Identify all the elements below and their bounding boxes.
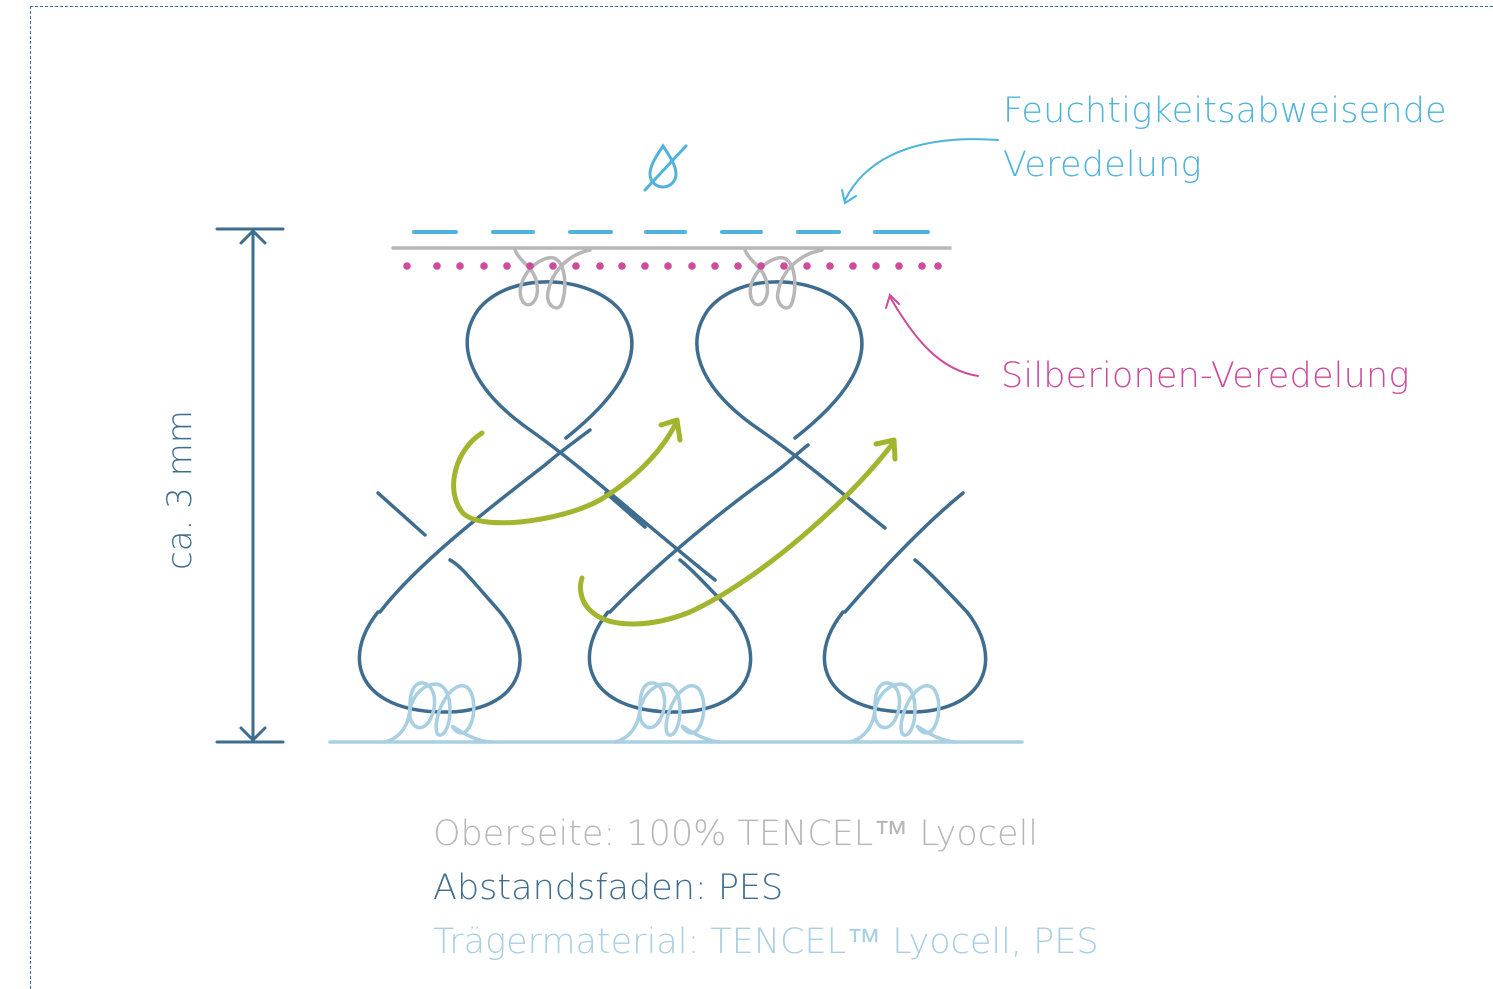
- airflow-arrow-left: [451, 420, 679, 526]
- carrier-layer-yarn: [328, 681, 1024, 744]
- finish-label: Feuchtigkeitsabweisende Veredelung: [1003, 84, 1447, 192]
- silver-finish-label: Silberionen-Veredelung: [1001, 356, 1410, 396]
- legend-carrier-material: Trägermaterial: TENCEL™ Lyocell, PES: [433, 922, 1099, 962]
- height-label: ca. 3 mm: [160, 410, 200, 570]
- frame-left-border: [30, 6, 31, 989]
- spacer-yarn: [357, 280, 988, 714]
- finish-label-line1: Feuchtigkeitsabweisende: [1003, 91, 1447, 131]
- legend-spacer-yarn: Abstandsfaden: PES: [433, 868, 784, 908]
- crossed-drop-icon: [643, 143, 688, 192]
- height-label-wrap: ca. 3 mm: [158, 410, 202, 570]
- legend-top-layer: Oberseite: 100% TENCEL™ Lyocell: [433, 814, 1039, 854]
- silver-arrow: [885, 293, 979, 377]
- finish-arrow: [841, 138, 999, 205]
- silver-ion-finish-dots: [403, 262, 942, 270]
- frame-top-border: [30, 6, 1493, 7]
- airflow-arrows: [451, 417, 898, 627]
- height-dimension: [215, 227, 285, 744]
- airflow-arrow-right: [577, 440, 896, 627]
- finish-label-line2: Veredelung: [1003, 145, 1202, 185]
- top-layer-yarn: [391, 246, 952, 310]
